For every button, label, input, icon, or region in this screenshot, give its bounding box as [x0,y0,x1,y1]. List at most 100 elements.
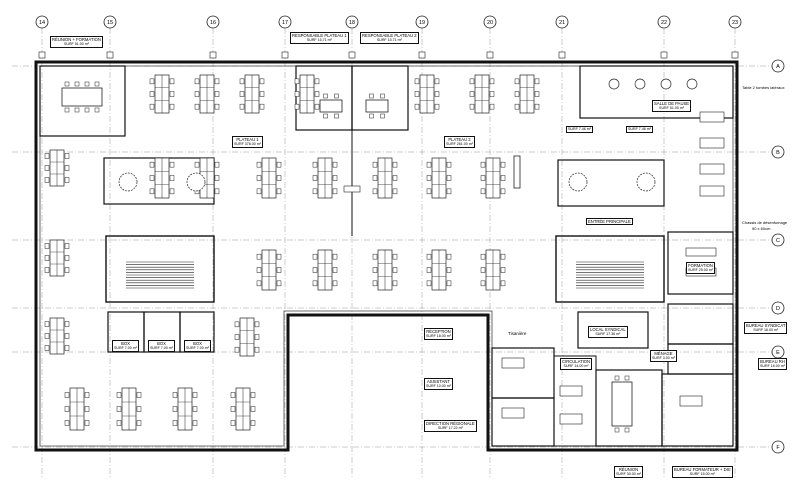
desk-cluster [294,74,320,114]
chair [446,175,452,181]
chair [446,188,452,195]
chair [44,177,50,183]
row-marker-label: D [776,306,780,312]
column-marker-circle [345,15,359,29]
pillar-marker [418,51,426,59]
desk-cluster [426,157,452,199]
chair [230,392,236,398]
chair [332,175,338,181]
chair [194,103,200,110]
room-label-wc-b: SURF 7.46 m² [626,126,653,133]
chair [480,267,486,273]
chair [514,103,520,110]
chair [380,93,385,99]
chair [480,253,486,260]
room-name: ENTRÉE PRINCIPALE [588,219,631,224]
desk-cluster [426,249,452,291]
desk-cluster [116,387,142,431]
desk-cluster [44,149,70,187]
chair [64,165,70,171]
pillar-marker [106,51,114,59]
chair [149,78,155,85]
chair [64,392,70,398]
chair [256,161,262,168]
chair [64,153,70,159]
room-area: SURF 261.00 m² [446,142,473,146]
chair [214,161,220,168]
desk-cluster [230,387,256,431]
chair [332,253,338,260]
round-fixture [118,172,138,192]
desk-cluster [149,157,175,199]
chair [84,406,90,412]
chair [84,107,90,113]
chair [276,280,282,287]
chair [500,175,506,181]
chair [369,113,374,119]
chair [534,78,540,85]
pillar-marker [281,51,289,59]
column-marker-label: 19 [419,20,425,26]
room-area: SURF 7.46 m² [568,127,591,131]
pillar-marker [209,51,217,59]
right-stair-wall [555,235,665,303]
chair [149,175,155,181]
desk-cluster [414,74,440,114]
chair [514,91,520,97]
chair [194,161,200,168]
box-wall-3 [179,311,215,353]
chair [84,392,90,398]
desk-cluster [44,239,70,277]
right-core-wall [557,159,665,207]
manager-table-2 [365,93,389,119]
chair [426,161,432,168]
chair [259,91,265,97]
chair [64,345,70,351]
chair [276,267,282,273]
chair [44,321,50,327]
chair [446,280,452,287]
chair [64,321,70,327]
desk-cluster [172,387,198,431]
chair [256,188,262,195]
chair [614,427,620,433]
chair [149,103,155,110]
desk-cluster [312,249,338,291]
room-name: BUREAU SYNDICAT [746,323,786,328]
rh-room-wall [667,343,734,375]
desk-cluster [469,74,495,114]
desk-cluster [256,249,282,291]
outer-wall [34,60,739,452]
column-marker-label: 22 [661,20,667,26]
chair [256,267,262,273]
chair [254,346,260,353]
chair [64,243,70,249]
pillar-marker [486,51,494,59]
room-area: SURF 51.00 m² [63,42,89,46]
chair [234,334,240,340]
chair [414,78,420,85]
chair [256,253,262,260]
chair [414,103,420,110]
chair [323,113,328,119]
column-marker-circle [555,15,569,29]
formation-room-wall [667,231,734,295]
chair [44,153,50,159]
room-name: FORMATION [688,263,713,268]
round-fixture [568,172,588,192]
desk-cluster [239,74,265,114]
chair [469,78,475,85]
chair [194,78,200,85]
chair [276,253,282,260]
chair [323,93,328,99]
chair [312,267,318,273]
chair [116,392,122,398]
chair [372,161,378,168]
chair [169,78,175,85]
chair [192,420,198,426]
